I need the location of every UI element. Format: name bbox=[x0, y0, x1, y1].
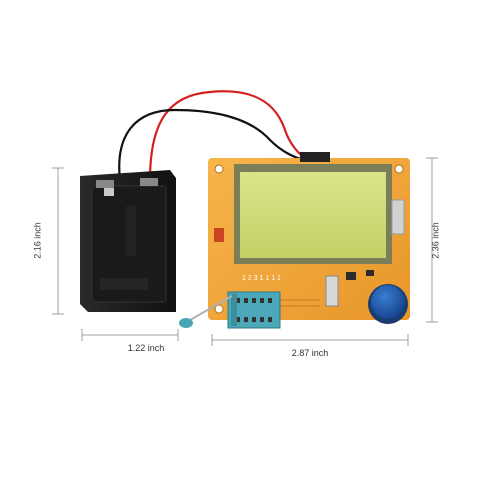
dimension-lines bbox=[52, 157, 438, 346]
battery-holder bbox=[80, 170, 176, 312]
rotary-knob bbox=[368, 284, 408, 324]
battery-wires bbox=[118, 90, 306, 181]
lcd-screen bbox=[240, 172, 386, 258]
tester-width-label: 2.87 inch bbox=[291, 348, 329, 358]
component-tester-board: 1 2 3 1 1 1 1 bbox=[179, 152, 410, 329]
red-wire bbox=[148, 90, 306, 181]
tester-height-label: 2.36 inch bbox=[430, 222, 441, 259]
zif-lever-tip bbox=[179, 318, 193, 328]
pin-labels: 1 2 3 1 1 1 1 bbox=[242, 275, 281, 282]
battery-height-label: 2.16 inch bbox=[32, 222, 43, 259]
battery-width-label: 1.22 inch bbox=[127, 343, 165, 353]
zif-socket bbox=[179, 291, 281, 329]
black-wire bbox=[118, 108, 306, 181]
zif-lever bbox=[189, 295, 233, 321]
